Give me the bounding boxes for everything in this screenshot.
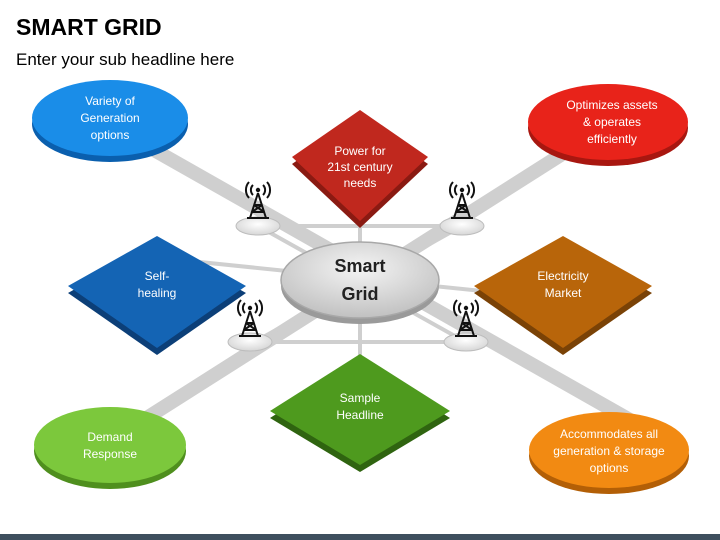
diamond-shape [474, 236, 652, 348]
diamond-line: healing [138, 286, 177, 300]
diamond-line: Self- [145, 269, 170, 283]
ellipse-shape [32, 80, 188, 156]
tower-icon [245, 181, 271, 219]
diamond-line: Power for [334, 144, 385, 158]
ellipse-generation-options: Variety of Generation options [32, 80, 188, 162]
page-title: SMART GRID [16, 14, 162, 40]
diamond-electricity-market: Electricity Market [474, 236, 652, 355]
diamond-shape [292, 110, 428, 221]
ellipse-line: & operates [583, 115, 641, 129]
tower-icon [453, 299, 479, 337]
tower-icon [449, 181, 475, 219]
center-line: Grid [341, 284, 378, 304]
center-line: Smart [334, 256, 385, 276]
tower-icon [237, 299, 263, 337]
diamond-line: Electricity [537, 269, 588, 283]
ellipse-line: Variety of [85, 94, 135, 108]
diamond-shape [270, 354, 450, 465]
diamond-line: 21st century [327, 160, 392, 174]
diamond-sample-headline: Sample Headline [270, 354, 450, 472]
footer-bar [0, 534, 720, 540]
ellipse-optimizes-assets: Optimizes assets & operates efficiently [528, 84, 688, 166]
diamond-shape [68, 236, 246, 348]
connector-nodes [227, 216, 489, 352]
ellipse-line: Accommodates all [560, 427, 658, 441]
ellipse-demand-response: Demand Response [34, 407, 186, 489]
ellipse-line: generation & storage [553, 444, 665, 458]
ellipse-line: options [590, 461, 629, 475]
ellipse-line: efficiently [587, 132, 637, 146]
diamond-line: needs [344, 176, 377, 190]
diamond-self-healing: Self- healing [68, 236, 246, 355]
center-node: Smart Grid [280, 241, 440, 324]
ellipse-shape [529, 412, 689, 488]
diamond-line: Market [545, 286, 582, 300]
ellipse-shape [528, 84, 688, 160]
ellipse-shape [34, 407, 186, 483]
ellipse-line: options [91, 128, 130, 142]
ellipse-line: Optimizes assets [566, 98, 657, 112]
page-subtitle: Enter your sub headline here [16, 50, 235, 69]
diamond-line: Headline [336, 408, 384, 422]
ellipse-accommodates-generation: Accommodates all generation & storage op… [529, 412, 689, 494]
diamond-line: Sample [340, 391, 381, 405]
ellipse-line: Response [83, 447, 137, 461]
diamond-power-needs: Power for 21st century needs [292, 110, 428, 228]
ellipse-line: Generation [80, 111, 139, 125]
ellipse-line: Demand [87, 430, 132, 444]
